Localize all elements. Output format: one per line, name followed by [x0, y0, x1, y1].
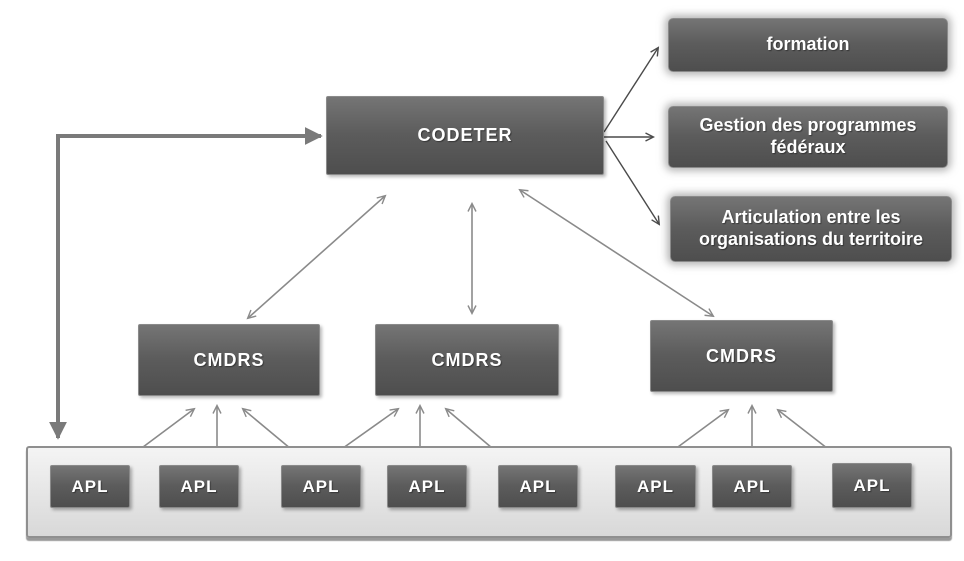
- arrow-codeter-cmdrs-3: [520, 190, 713, 316]
- function-box-articulation: Articulation entre les organisations du …: [670, 196, 952, 262]
- apl-box-4: APL: [387, 465, 467, 508]
- arrow-feedback-apl-to-codeter: [49, 127, 323, 440]
- arrow-codeter-to-formation: [603, 48, 658, 133]
- function-box-gestion-programmes: Gestion des programmes fédéraux: [668, 106, 948, 168]
- codeter-box: CODETER: [326, 96, 604, 175]
- apl-box-2: APL: [159, 465, 239, 508]
- function-box-formation: formation: [668, 18, 948, 72]
- apl-box-8: APL: [832, 463, 912, 508]
- apl-box-6: APL: [615, 465, 696, 508]
- apl-box-5: APL: [498, 465, 578, 508]
- cmdrs-box-3: CMDRS: [650, 320, 833, 392]
- apl-box-1: APL: [50, 465, 130, 508]
- apl-box-7: APL: [712, 465, 792, 508]
- cmdrs-box-2: CMDRS: [375, 324, 559, 396]
- apl-box-3: APL: [281, 465, 361, 508]
- cmdrs-box-1: CMDRS: [138, 324, 320, 396]
- arrow-codeter-to-articulation: [605, 140, 659, 224]
- arrow-codeter-cmdrs-1: [248, 196, 385, 318]
